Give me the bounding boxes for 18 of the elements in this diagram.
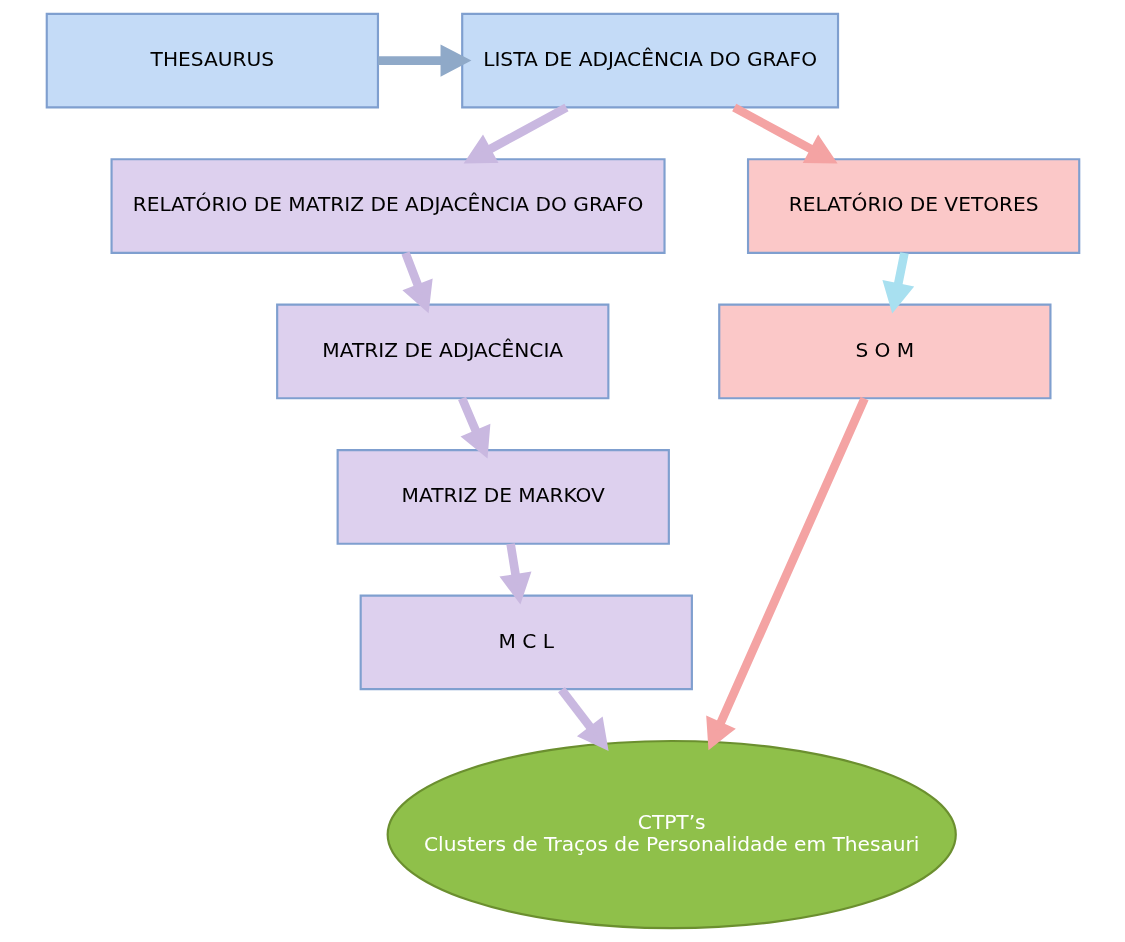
arrow: [731, 103, 838, 164]
node-box: THESAURUS: [45, 12, 379, 109]
arrow: [377, 44, 471, 77]
arrow: [400, 251, 433, 314]
arrow: [457, 396, 490, 459]
node-box: LISTA DE ADJACÊNCIA DO GRAFO: [460, 12, 839, 109]
node-box: M C L: [359, 594, 693, 691]
arrow: [705, 396, 869, 751]
node-box: MATRIZ DE ADJACÊNCIA: [275, 303, 609, 400]
arrow: [881, 252, 914, 314]
node-box: RELATÓRIO DE MATRIZ DE ADJACÊNCIA DO GRAFO: [110, 158, 666, 254]
node-box: RELATÓRIO DE VETORES: [746, 158, 1080, 254]
node-box: MATRIZ DE MARKOV: [336, 449, 670, 545]
arrow: [463, 103, 569, 164]
node-ellipse: CTPT’s Clusters de Traços de Personalidade em Thesauri: [386, 739, 957, 930]
arrow: [498, 543, 531, 605]
arrow: [557, 687, 609, 751]
node-box: S O M: [717, 303, 1051, 400]
